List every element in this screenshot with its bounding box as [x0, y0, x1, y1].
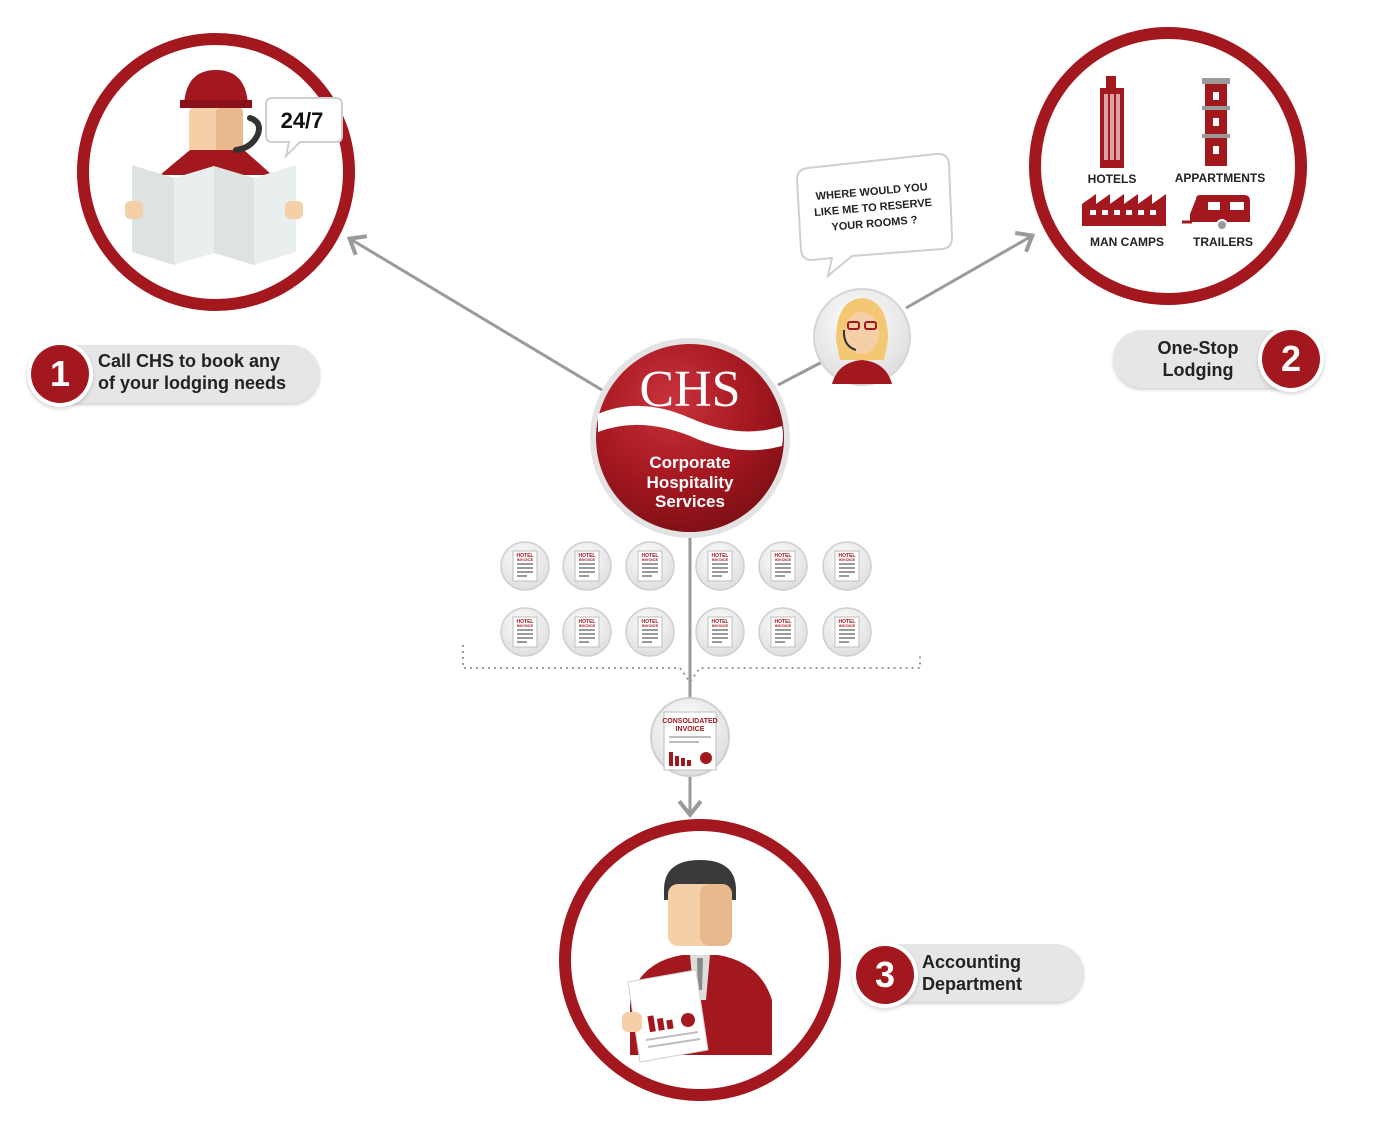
chs-line2: Hospitality	[647, 473, 734, 492]
agent-speech-bubble: WHERE WOULD YOU LIKE ME TO RESERVE YOUR …	[795, 152, 954, 279]
bubble-247: 24/7	[265, 97, 343, 160]
hotel-invoice-label-1: HOTEL	[775, 553, 792, 559]
step2-illustration: HOTELS APPARTMENTS MAN CAMPS TRAILERS	[1029, 27, 1307, 305]
arrow-to-step1	[346, 234, 603, 392]
step3-line2: Department	[922, 974, 1023, 994]
arrow-to-step2	[905, 230, 1036, 310]
step1-line1: Call CHS to book any	[98, 351, 281, 371]
consolidated-invoice-line2: INVOICE	[676, 726, 705, 733]
hotel-invoice-label-2: INVOICE	[642, 623, 659, 628]
chs-line1: Corporate	[649, 453, 730, 472]
consolidated-report-icon	[627, 969, 709, 1063]
hotel-invoice-label-2: INVOICE	[839, 623, 856, 628]
chs-line3: Services	[655, 492, 725, 511]
line-chs-to-agent	[777, 360, 823, 387]
hotel-invoice-label-2: INVOICE	[579, 557, 596, 562]
connectors	[346, 230, 1036, 818]
phone-icon	[233, 115, 262, 153]
label-man-camps: MAN CAMPS	[1090, 235, 1164, 249]
hotel-invoice-label-1: HOTEL	[839, 619, 856, 625]
hotel-invoice-label-1: HOTEL	[642, 553, 659, 559]
step1-number: 1	[31, 345, 89, 403]
hotel-invoice-label-2: INVOICE	[775, 557, 792, 562]
hotel-invoice-label-1: HOTEL	[579, 619, 596, 625]
label-trailers: TRAILERS	[1193, 235, 1253, 249]
hotel-invoice-label-2: INVOICE	[775, 623, 792, 628]
hotel-invoice-label-1: HOTEL	[579, 553, 596, 559]
step2-number: 2	[1262, 330, 1320, 388]
step2-line2: Lodging	[1162, 360, 1234, 380]
step2-text: One-Stop Lodging	[1140, 337, 1256, 381]
consolidated-invoice-icon: CONSOLIDATED INVOICE	[650, 697, 730, 777]
newspaper-icon	[132, 165, 296, 265]
step3-text: Accounting Department	[922, 951, 1022, 995]
trailer-icon	[1182, 195, 1250, 231]
step1-illustration: 24/7	[77, 33, 355, 311]
hotel-invoice-label-1: HOTEL	[517, 553, 534, 559]
hotel-invoice-grid: HOTELINVOICEHOTELINVOICEHOTELINVOICEHOTE…	[500, 541, 872, 657]
hotel-invoice-label-2: INVOICE	[712, 557, 729, 562]
step3-illustration	[559, 819, 841, 1101]
hotel-building-icon	[1100, 76, 1124, 168]
hotel-invoice-label-2: INVOICE	[517, 557, 534, 562]
hotel-invoice-label-1: HOTEL	[642, 619, 659, 625]
headset-icon	[842, 329, 857, 351]
chs-logo: CHS Corporate Hospitality Services	[590, 338, 790, 538]
hotel-invoice-label-1: HOTEL	[712, 553, 729, 559]
hotel-invoice-label-2: INVOICE	[642, 557, 659, 562]
apartment-building-icon	[1202, 78, 1230, 166]
agent-avatar	[813, 288, 911, 386]
hotel-invoice-label-1: HOTEL	[775, 619, 792, 625]
hotel-invoice-label-1: HOTEL	[517, 619, 534, 625]
consolidated-invoice-line1: CONSOLIDATED	[662, 718, 717, 725]
step2-line1: One-Stop	[1157, 338, 1239, 358]
label-appartments: APPARTMENTS	[1175, 171, 1265, 185]
step1-line2: of your lodging needs	[98, 373, 286, 393]
label-hotels: HOTELS	[1088, 172, 1137, 186]
bellhop-hat-icon	[184, 70, 248, 105]
hotel-invoice-label-2: INVOICE	[712, 623, 729, 628]
hotel-invoice-label-2: INVOICE	[579, 623, 596, 628]
hotel-invoice-label-2: INVOICE	[517, 623, 534, 628]
step3-number: 3	[856, 946, 914, 1004]
hotel-invoice-label-1: HOTEL	[839, 553, 856, 559]
hotel-invoice-label-1: HOTEL	[712, 619, 729, 625]
step3-line1: Accounting	[922, 952, 1021, 972]
step1-text: Call CHS to book any of your lodging nee…	[98, 350, 286, 394]
man-camp-icon	[1082, 194, 1166, 226]
step2-ring	[1029, 27, 1307, 305]
chs-logo-text: CHS	[639, 361, 740, 418]
hotel-invoice-label-2: INVOICE	[839, 557, 856, 562]
bubble-247-text: 24/7	[281, 108, 324, 133]
